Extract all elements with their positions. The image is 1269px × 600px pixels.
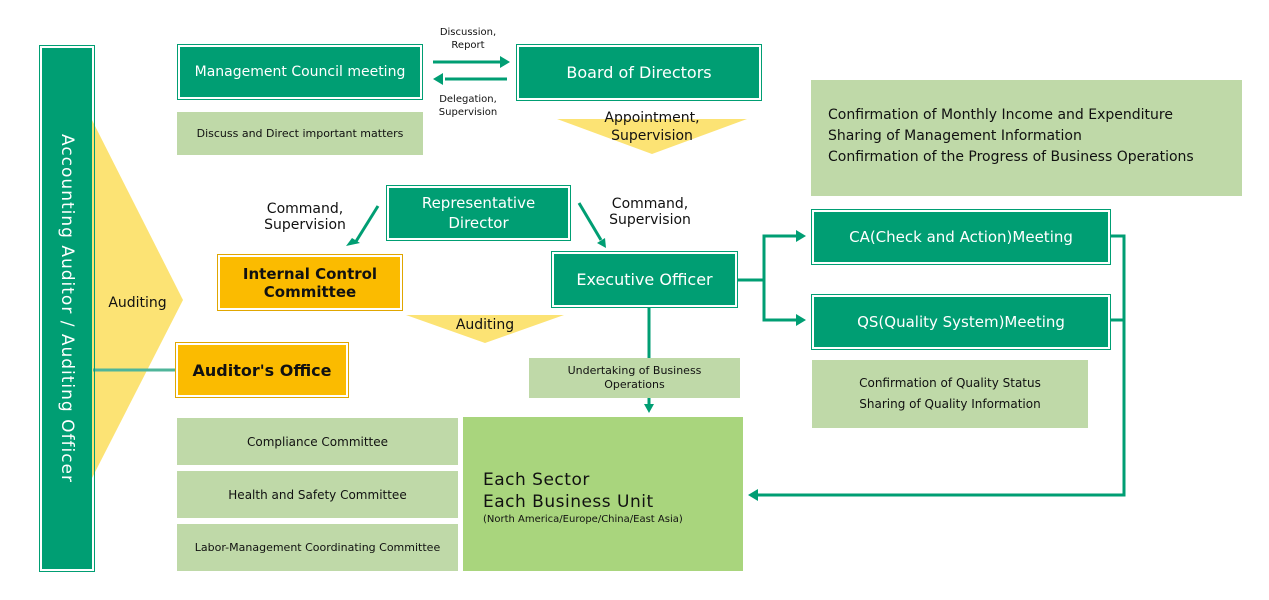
exec-to-qs-line — [762, 280, 797, 322]
sector-line1: Each Sector — [483, 470, 590, 490]
executive-title: Executive Officer — [576, 270, 713, 289]
exec-to-ca-line — [738, 234, 797, 282]
auditors-office-title: Auditor's Office — [192, 360, 332, 380]
command-right-line2: Supervision — [609, 212, 691, 228]
exec-to-ca-arrow-head — [796, 230, 806, 242]
quality-line1: Confirmation of Quality Status — [859, 376, 1041, 390]
ca-meeting-box: CA(Check and Action)Meeting — [811, 209, 1111, 265]
discussion-arrow-head — [500, 56, 510, 68]
internal-control-committee-box: Internal Control Committee — [217, 254, 403, 311]
delegation-arrow-head — [433, 73, 443, 85]
management-council-box: Management Council meeting — [177, 44, 423, 100]
auditing-small-triangle — [406, 315, 564, 343]
appointment-triangle — [557, 119, 747, 154]
representative-director-box: Representative Director — [386, 185, 571, 241]
appointment-line2: Supervision — [611, 127, 693, 144]
representative-line2: Director — [448, 214, 509, 232]
command-right-line1: Command, — [611, 196, 689, 212]
command-left-line2: Supervision — [264, 217, 346, 233]
internal-control-line2: Committee — [263, 282, 357, 301]
return-arrow-head — [748, 489, 758, 501]
info-line-3: Confirmation of the Progress of Business… — [828, 149, 1194, 165]
qs-meeting-title: QS(Quality System)Meeting — [857, 313, 1065, 331]
exec-to-qs-arrow-head — [796, 314, 806, 326]
board-of-directors-box: Board of Directors — [516, 44, 762, 101]
command-left-label: Command, Supervision — [250, 201, 360, 233]
discussion-line1: Discussion, — [439, 27, 497, 38]
delegation-line1: Delegation, — [439, 94, 497, 105]
command-left-line1: Command, — [266, 201, 344, 217]
labor-management-committee-box: Labor-Management Coordinating Committee — [177, 524, 458, 571]
quality-line2: Sharing of Quality Information — [859, 397, 1041, 411]
discussion-line2: Report — [451, 39, 485, 51]
management-council-note-text: Discuss and Direct important matters — [196, 127, 404, 140]
sector-line2: Each Business Unit — [483, 492, 654, 512]
info-line-1: Confirmation of Monthly Income and Expen… — [828, 107, 1173, 123]
health-safety-committee-box: Health and Safety Committee — [177, 471, 458, 518]
auditing-triangle — [92, 120, 183, 478]
internal-control-line1: Internal Control — [242, 264, 378, 283]
info-line-2: Sharing of Management Information — [828, 128, 1082, 144]
undertaking-line2: Operations — [604, 378, 665, 391]
qs-meeting-box: QS(Quality System)Meeting — [811, 294, 1111, 350]
each-sector-box: Each Sector Each Business Unit (North Am… — [463, 417, 743, 571]
board-title: Board of Directors — [566, 63, 712, 82]
command-right-arrow-head — [597, 238, 606, 248]
monthly-info-box: Confirmation of Monthly Income and Expen… — [811, 80, 1242, 196]
health-safety-committee-label: Health and Safety Committee — [228, 487, 407, 502]
command-left-arrow-head — [346, 238, 360, 246]
quality-info-box: Confirmation of Quality Status Sharing o… — [812, 360, 1088, 428]
command-left-arrow — [353, 205, 380, 244]
left-auditing-label: Auditing — [108, 295, 167, 311]
delegation-label: Delegation, Supervision — [428, 94, 508, 119]
accounting-auditor-column: Accounting Auditor / Auditing Officer — [39, 45, 95, 572]
delegation-line2: Supervision — [438, 106, 498, 118]
appointment-line1: Appointment, — [604, 110, 700, 126]
discussion-label: Discussion, Report — [428, 27, 508, 52]
management-council-note: Discuss and Direct important matters — [177, 112, 423, 155]
sector-line3: (North America/Europe/China/East Asia) — [483, 514, 683, 525]
command-right-label: Command, Supervision — [595, 196, 705, 228]
command-right-arrow — [577, 202, 603, 241]
labor-management-committee-label: Labor-Management Coordinating Committee — [194, 541, 441, 554]
auditors-office-box: Auditor's Office — [175, 342, 349, 398]
exec-to-sector-arrow-head — [644, 404, 654, 413]
executive-officer-box: Executive Officer — [551, 251, 738, 308]
internal-auditing-label: Auditing — [455, 317, 515, 333]
return-line — [758, 234, 1126, 497]
ca-meeting-title: CA(Check and Action)Meeting — [849, 228, 1073, 246]
management-council-title: Management Council meeting — [194, 64, 406, 80]
compliance-committee-label: Compliance Committee — [246, 434, 389, 449]
undertaking-line1: Undertaking of Business — [567, 364, 702, 377]
undertaking-box: Undertaking of Business Operations — [529, 358, 740, 398]
compliance-committee-box: Compliance Committee — [177, 418, 458, 465]
accounting-auditor-label: Accounting Auditor / Auditing Officer — [57, 134, 77, 483]
appointment-label: Appointment, Supervision — [582, 110, 722, 145]
representative-line1: Representative — [421, 194, 536, 212]
